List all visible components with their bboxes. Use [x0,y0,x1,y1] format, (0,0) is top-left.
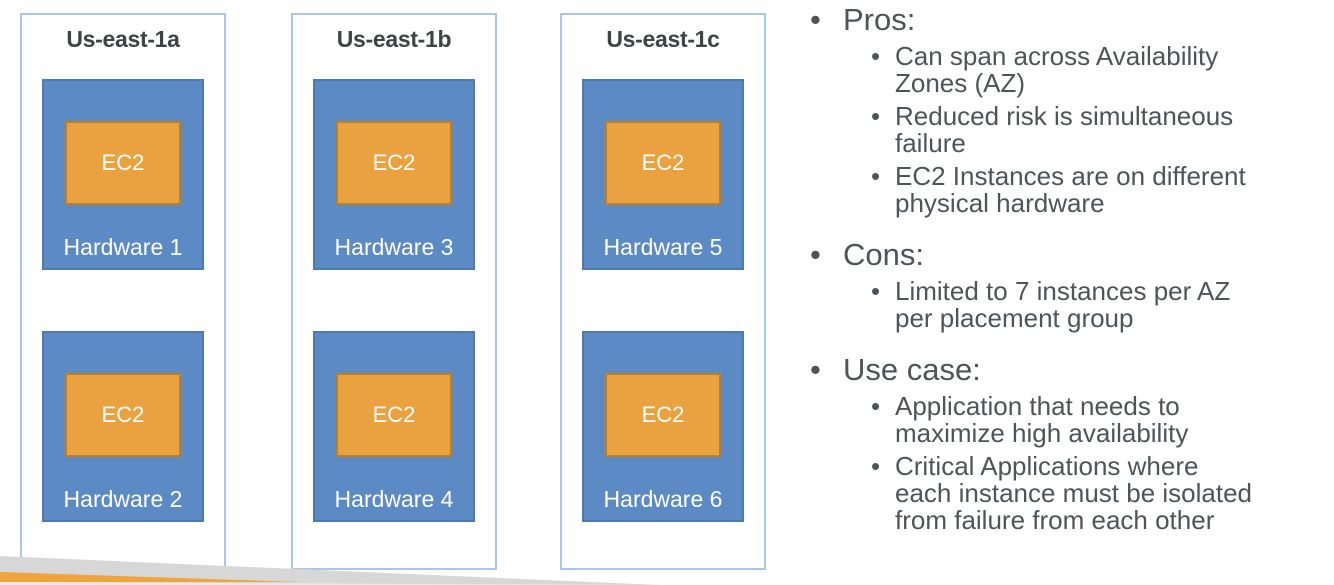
hardware-box-5: EC2 Hardware 5 [582,79,744,270]
section-use-case: Use case: Application that needs to maxi… [802,353,1330,534]
bullet-line: maximize high availability [895,418,1189,448]
bullet-line: Can span across Availability [895,41,1219,71]
bullet-line: EC2 Instances are on different [895,161,1246,191]
hardware-box-4: EC2 Hardware 4 [313,331,475,522]
bullet-line: each instance must be isolated [895,478,1252,508]
section-label: Cons: [843,237,924,272]
bullet-item: EC2 Instances are on different physical … [843,163,1330,217]
ec2-instance-box: EC2 [336,373,452,457]
az-container-us-east-1c: Us-east-1c EC2 Hardware 5 EC2 Hardware 6 [560,13,766,570]
bullet-item: Reduced risk is simultaneous failure [843,103,1330,157]
ec2-label: EC2 [101,402,145,427]
bullet-line: from failure from each other [895,505,1215,535]
bullet-line: Reduced risk is simultaneous [895,101,1234,131]
az-container-us-east-1a: Us-east-1a EC2 Hardware 1 EC2 Hardware 2 [20,13,226,570]
section-label: Use case: [843,352,981,387]
bullet-item: Limited to 7 instances per AZ per placem… [843,278,1330,332]
hardware-box-1: EC2 Hardware 1 [42,79,204,270]
az-title: Us-east-1b [336,26,452,52]
pros-items: Can span across Availability Zones (AZ) … [843,43,1330,217]
hardware-label: Hardware 2 [63,486,183,512]
section-pros: Pros: Can span across Availability Zones… [802,3,1330,217]
ec2-instance-box: EC2 [65,121,181,205]
bullet-line: Application that needs to [895,391,1180,421]
ec2-instance-box: EC2 [605,121,721,205]
hardware-box-2: EC2 Hardware 2 [42,331,204,522]
az-container-us-east-1b: Us-east-1b EC2 Hardware 3 EC2 Hardware 4 [291,13,497,570]
bullet-line: Limited to 7 instances per AZ [895,276,1231,306]
hardware-label: Hardware 6 [603,486,723,512]
section-cons: Cons: Limited to 7 instances per AZ per … [802,238,1330,332]
cons-items: Limited to 7 instances per AZ per placem… [843,278,1330,332]
section-label: Pros: [843,2,916,37]
ec2-label: EC2 [372,150,416,175]
bullet-item: Critical Applications where each instanc… [843,453,1330,534]
hardware-label: Hardware 4 [334,486,454,512]
bullet-item: Application that needs to maximize high … [843,393,1330,447]
hardware-label: Hardware 1 [63,234,183,260]
hardware-label: Hardware 3 [334,234,454,260]
ec2-instance-box: EC2 [65,373,181,457]
ec2-label: EC2 [372,402,416,427]
az-title: Us-east-1c [606,26,720,52]
ec2-label: EC2 [641,402,685,427]
hardware-box-3: EC2 Hardware 3 [313,79,475,270]
ec2-instance-box: EC2 [605,373,721,457]
ec2-instance-box: EC2 [336,121,452,205]
bullet-line: Zones (AZ) [895,68,1026,98]
bullet-line: physical hardware [895,188,1105,218]
bullet-line: Critical Applications where [895,451,1199,481]
ec2-label: EC2 [101,150,145,175]
bullet-line: per placement group [895,303,1134,333]
az-title: Us-east-1a [66,26,180,52]
bullet-line: failure [895,128,966,158]
notes-list: Pros: Can span across Availability Zones… [802,3,1330,534]
hardware-label: Hardware 5 [603,234,723,260]
hardware-box-6: EC2 Hardware 6 [582,331,744,522]
notes-panel: Pros: Can span across Availability Zones… [802,3,1330,534]
use-case-items: Application that needs to maximize high … [843,393,1330,534]
bullet-item: Can span across Availability Zones (AZ) [843,43,1330,97]
ec2-label: EC2 [641,150,685,175]
